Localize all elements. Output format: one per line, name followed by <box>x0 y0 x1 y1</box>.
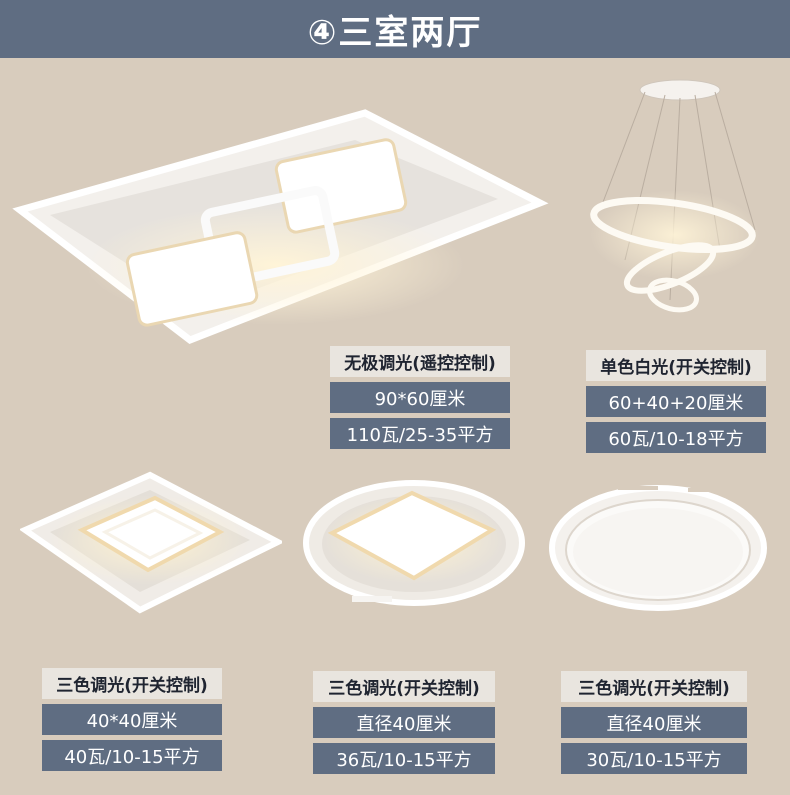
spec-size: 40*40厘米 <box>42 704 222 735</box>
spec-size: 60+40+20厘米 <box>586 386 766 417</box>
spec-size: 直径40厘米 <box>561 707 747 738</box>
spec-power: 40瓦/10-15平方 <box>42 740 222 771</box>
spec-power: 110瓦/25-35平方 <box>330 418 510 449</box>
spec-title: 三色调光(开关控制) <box>42 668 222 699</box>
rectangle-ceiling-light-image <box>12 109 549 344</box>
spec-power: 30瓦/10-15平方 <box>561 743 747 774</box>
spec-card-3: 三色调光(开关控制) 40*40厘米 40瓦/10-15平方 <box>42 668 222 771</box>
spec-title: 三色调光(开关控制) <box>313 671 495 702</box>
round-square-ceiling-light-image <box>303 480 525 606</box>
spec-power: 60瓦/10-18平方 <box>586 422 766 453</box>
spec-card-1: 无极调光(遥控控制) 90*60厘米 110瓦/25-35平方 <box>330 346 510 449</box>
spec-card-5: 三色调光(开关控制) 直径40厘米 30瓦/10-15平方 <box>561 671 747 774</box>
header-banner: ④三室两厅 <box>0 0 790 58</box>
page-title: ④三室两厅 <box>307 12 483 53</box>
round-ceiling-light-image <box>549 485 767 611</box>
spec-power: 36瓦/10-15平方 <box>313 743 495 774</box>
ring-pendant-light-image <box>590 79 760 313</box>
square-ceiling-light-image <box>20 471 282 614</box>
spec-size: 直径40厘米 <box>313 707 495 738</box>
spec-title: 三色调光(开关控制) <box>561 671 747 702</box>
spec-card-2: 单色白光(开关控制) 60+40+20厘米 60瓦/10-18平方 <box>586 350 766 453</box>
spec-title: 无极调光(遥控控制) <box>330 346 510 377</box>
spec-size: 90*60厘米 <box>330 382 510 413</box>
spec-title: 单色白光(开关控制) <box>586 350 766 381</box>
spec-card-4: 三色调光(开关控制) 直径40厘米 36瓦/10-15平方 <box>313 671 495 774</box>
